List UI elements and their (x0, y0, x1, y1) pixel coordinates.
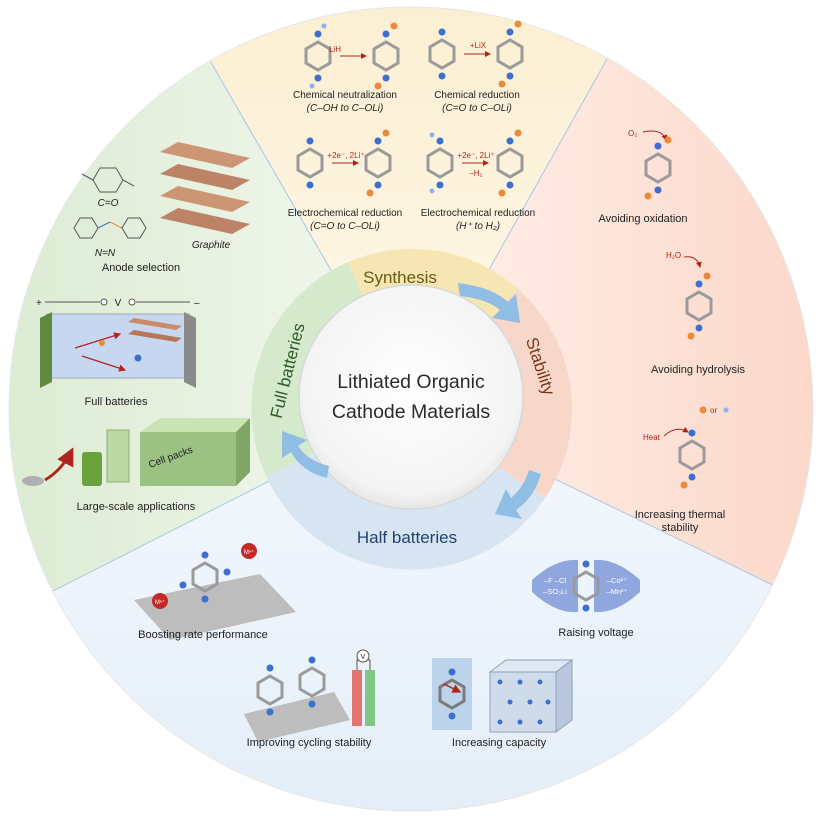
cycle-arrows (282, 283, 541, 519)
increasing-capacity-label: Increasing capacity (452, 737, 547, 749)
metal-ion-label-1: Mⁿ⁺ (155, 599, 165, 606)
mol-rate (179, 551, 231, 603)
half-batteries-quadrant (9, 409, 813, 811)
heat-label: Heat (643, 433, 661, 442)
battery-plus-label: + (36, 298, 42, 309)
synthesis-panels: LiH Chemical neutralization (C–OH to C–O… (288, 20, 536, 232)
anode-selection-label: Anode selection (102, 262, 180, 274)
arrow-half-to-full (282, 431, 329, 478)
p2-sub: (C=O to C–OLi) (442, 103, 512, 114)
h2o-label: H₂O (666, 251, 681, 260)
p1-reagent: LiH (329, 45, 341, 54)
battery-cell-diagram: V + – (36, 298, 200, 388)
synthesis-quadrant (175, 7, 640, 409)
p2-title: Chemical reduction (434, 90, 520, 101)
rate-performance-label: Boosting rate performance (138, 629, 268, 641)
mol-co-anode (81, 167, 135, 193)
p4-sub: (H⁺ to H₂) (456, 221, 500, 232)
p3-reagent: +2e⁻, 2Li⁺ (327, 151, 364, 160)
ring-label-synthesis: Synthesis (363, 268, 437, 287)
or-label: or (710, 406, 717, 415)
p3-title: Electrochemical reduction (288, 208, 403, 219)
battery-minus-label: – (194, 298, 200, 309)
center-disc (299, 285, 523, 509)
stability-hydrolysis-label: Avoiding hydrolysis (651, 364, 745, 376)
graphite-layers (160, 142, 250, 234)
mol-thermal (678, 429, 706, 489)
stability-thermal-label-2: stability (662, 522, 699, 534)
mol-nn-anode (73, 217, 147, 239)
cycling-v-label: V (361, 654, 366, 661)
voltage-sub-right-2: –Mn²⁺ (606, 587, 627, 596)
metal-ion-label-2: Mⁿ⁺ (244, 549, 254, 556)
mol-hydrolysis (685, 272, 713, 340)
large-scale-illustration: Cell packs (22, 418, 250, 486)
voltage-sub-right-1: –Co²⁺ (607, 576, 627, 585)
cycling-stability-label: Improving cycling stability (247, 737, 372, 749)
p1-title: Chemical neutralization (293, 90, 397, 101)
stability-thermal-label-1: Increasing thermal (635, 509, 726, 521)
p2-reagent: +LiX (470, 41, 487, 50)
center-title-line2: Cathode Materials (332, 401, 490, 423)
o2-label: O₂ (628, 129, 637, 138)
raising-voltage-label: Raising voltage (558, 627, 633, 639)
ring-label-half-batteries: Half batteries (357, 528, 457, 547)
p4-reagent: +2e⁻, 2Li⁺ (457, 151, 494, 160)
arrow-stability-to-half (495, 470, 541, 519)
graphite-label: Graphite (192, 240, 231, 251)
mol-pair-2 (428, 20, 524, 88)
mol-pair-1 (304, 22, 400, 90)
capacity-illustration (432, 658, 574, 733)
arrow-synthesis-to-stability (458, 283, 520, 323)
voltage-sub-left-2: –SO₃Li (543, 587, 567, 596)
mol-oxidation (644, 136, 672, 200)
voltage-illustration: –F –Cl –SO₃Li –Co²⁺ –Mn²⁺ (532, 559, 640, 613)
metal-ion-1 (152, 593, 168, 609)
nn-label: N=N (95, 248, 116, 259)
battery-v-label: V (115, 298, 122, 309)
full-batteries-quadrant (9, 7, 411, 618)
p3-sub: (C=O to C–OLi) (310, 221, 380, 232)
stability-panels: O₂ Avoiding oxidation H₂O Avoiding hydro… (598, 129, 745, 534)
voltage-sub-left-1: –F –Cl (544, 576, 566, 585)
full-panels: C=O N=N Graphite Anode selection V + – (22, 142, 250, 513)
stability-oxidation-label: Avoiding oxidation (598, 213, 687, 225)
p4-title: Electrochemical reduction (421, 208, 536, 219)
co-label: C=O (98, 198, 119, 209)
full-batteries-label: Full batteries (85, 396, 148, 408)
cycling-illustration: V (244, 649, 375, 742)
metal-ion-2 (241, 543, 257, 559)
mol-pair-4 (426, 129, 524, 197)
mol-pair-3 (296, 129, 392, 197)
p1-sub: (C–OH to C–OLi) (307, 103, 384, 114)
large-scale-label: Large-scale applications (77, 501, 196, 513)
center-title-line1: Lithiated Organic (337, 371, 485, 393)
p4-reagent2: –H₂ (469, 169, 482, 178)
half-panels: Mⁿ⁺ Mⁿ⁺ Boosting rate performance –F –Cl… (134, 543, 640, 749)
